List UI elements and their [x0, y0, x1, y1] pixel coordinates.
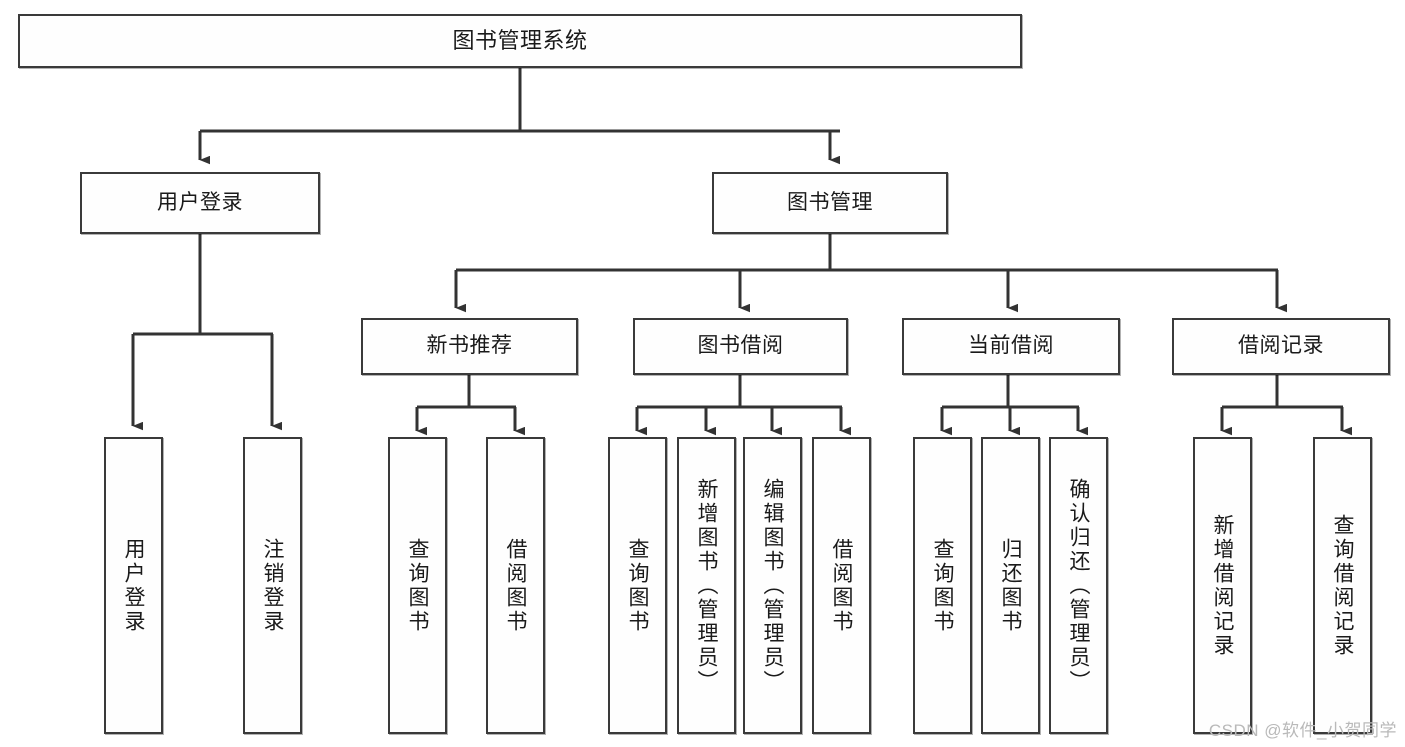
- node-book-manage-label: 图书管理: [787, 190, 873, 214]
- node-leaf-user-login[interactable]: 用户登录: [104, 437, 163, 734]
- node-root[interactable]: 图书管理系统: [18, 14, 1022, 68]
- node-book-borrow-label: 图书借阅: [697, 334, 784, 358]
- node-root-label: 图书管理系统: [452, 27, 588, 53]
- node-leaf-query-book-1-label: 查询图书: [406, 537, 429, 634]
- node-book-manage[interactable]: 图书管理: [712, 172, 948, 234]
- node-leaf-add-record-label: 新增借阅记录: [1211, 513, 1234, 658]
- node-leaf-logout-label: 注销登录: [261, 537, 284, 634]
- node-current-borrow-label: 当前借阅: [968, 334, 1054, 358]
- node-leaf-return-book-label: 归还图书: [999, 537, 1022, 634]
- node-leaf-add-book-label: 新增图书（管理员）: [695, 477, 718, 694]
- node-leaf-query-record-label: 查询借阅记录: [1331, 513, 1354, 658]
- node-leaf-query-record[interactable]: 查询借阅记录: [1313, 437, 1372, 734]
- node-leaf-edit-book-label: 编辑图书（管理员）: [761, 477, 784, 694]
- node-leaf-query-book-1[interactable]: 查询图书: [388, 437, 447, 734]
- node-leaf-borrow-book-2-label: 借阅图书: [830, 537, 853, 634]
- node-leaf-add-record[interactable]: 新增借阅记录: [1193, 437, 1252, 734]
- node-leaf-query-book-3-label: 查询图书: [931, 537, 954, 634]
- node-new-book-rec[interactable]: 新书推荐: [361, 318, 578, 375]
- node-leaf-edit-book[interactable]: 编辑图书（管理员）: [743, 437, 802, 734]
- node-leaf-add-book[interactable]: 新增图书（管理员）: [677, 437, 736, 734]
- node-leaf-confirm-return[interactable]: 确认归还（管理员）: [1049, 437, 1108, 734]
- node-leaf-user-login-label: 用户登录: [122, 537, 145, 634]
- node-leaf-return-book[interactable]: 归还图书: [981, 437, 1040, 734]
- node-book-borrow[interactable]: 图书借阅: [633, 318, 848, 375]
- node-leaf-query-book-2-label: 查询图书: [626, 537, 649, 634]
- node-leaf-query-book-2[interactable]: 查询图书: [608, 437, 667, 734]
- node-user-login[interactable]: 用户登录: [80, 172, 320, 234]
- node-borrow-record-label: 借阅记录: [1238, 334, 1324, 358]
- watermark-text: CSDN @软件_小贺同学: [1208, 721, 1397, 740]
- node-leaf-query-book-3[interactable]: 查询图书: [913, 437, 972, 734]
- node-leaf-logout[interactable]: 注销登录: [243, 437, 302, 734]
- node-user-login-label: 用户登录: [157, 190, 243, 214]
- node-leaf-borrow-book-1[interactable]: 借阅图书: [486, 437, 545, 734]
- node-leaf-confirm-return-label: 确认归还（管理员）: [1067, 477, 1090, 694]
- node-new-book-rec-label: 新书推荐: [426, 334, 513, 358]
- node-current-borrow[interactable]: 当前借阅: [902, 318, 1120, 375]
- node-leaf-borrow-book-2[interactable]: 借阅图书: [812, 437, 871, 734]
- node-leaf-borrow-book-1-label: 借阅图书: [504, 537, 527, 634]
- node-borrow-record[interactable]: 借阅记录: [1172, 318, 1390, 375]
